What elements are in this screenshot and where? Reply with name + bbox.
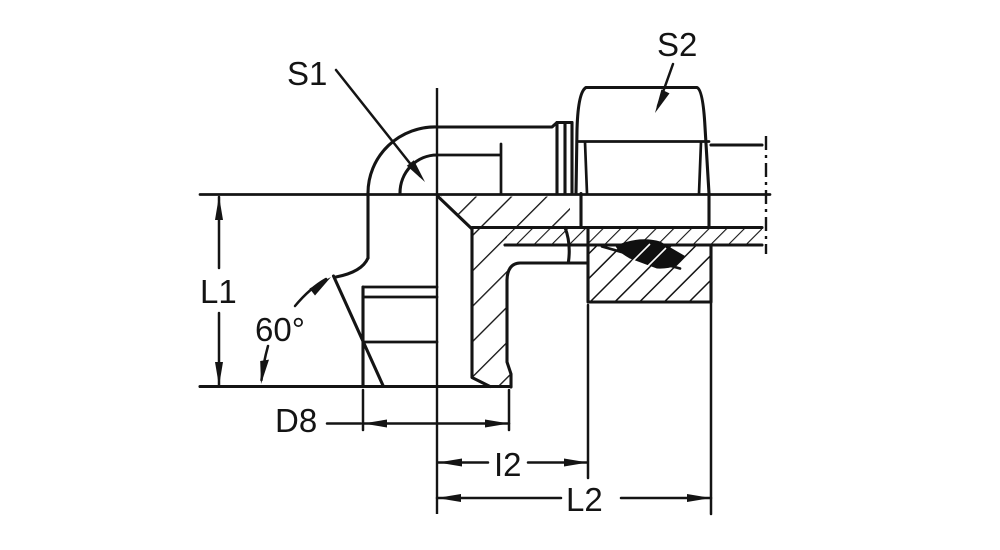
body-end-washer-lines (555, 120, 574, 196)
l2-dimension: L2 (435, 300, 713, 518)
l2-arrow-right (687, 494, 711, 502)
cutting-ring (615, 239, 685, 269)
d8-arrow-right (485, 419, 509, 428)
section-bore-wall (470, 227, 492, 389)
stud-outline (198, 274, 513, 389)
body-section-hatch (441, 196, 570, 229)
section-hatching (441, 196, 762, 386)
body-bore-lines (435, 142, 503, 195)
i2-arrow-right (564, 458, 588, 467)
s2-callout: S2 (655, 26, 697, 113)
d8-dimension-label: D8 (275, 402, 317, 439)
i2-dimension: I2 (436, 303, 590, 483)
cutting-ring-body (615, 239, 685, 269)
nut-lower-edges (579, 191, 711, 230)
s2-arrow (655, 89, 670, 113)
elbow-body-outline (334, 120, 574, 279)
l1-dimension-label: L1 (200, 273, 237, 310)
nut-section-outline (586, 227, 713, 304)
i2-dimension-label: I2 (494, 446, 522, 483)
stud-cone-edge (331, 274, 385, 388)
body-nose-step-curve (563, 225, 571, 264)
d8-extension-lines (361, 388, 511, 432)
elbow-outer-arc (366, 125, 439, 195)
body-corner-beak-curve (334, 256, 370, 279)
nut-hex-corner-lines (583, 140, 703, 195)
l1-arrow-up (215, 196, 223, 220)
nut-outline (574, 85, 711, 196)
section-outer-wall (505, 278, 513, 389)
section-bore-shoulder (505, 261, 590, 282)
section-chamfer-edge (436, 194, 474, 231)
d8-arrow-left (363, 419, 387, 428)
s2-label: S2 (657, 26, 697, 63)
angle-dimension: 60° (255, 277, 331, 384)
angle-arrow-lower (260, 359, 269, 384)
stud-section-outline (436, 194, 590, 389)
d8-dimension: D8 (275, 388, 511, 439)
s1-leader (334, 68, 422, 178)
s1-label: S1 (287, 55, 327, 92)
body-top-edge (435, 120, 574, 129)
angle-60-label: 60° (255, 311, 305, 348)
cutting-ring-highlight (631, 243, 667, 267)
l1-arrow-down (215, 362, 223, 386)
angle-arrow-upper (309, 277, 331, 296)
stud-wall-section-hatch (472, 229, 511, 386)
swivel-nut (574, 85, 713, 304)
stud-thread-lines (361, 285, 439, 344)
i2-arrow-left (438, 458, 462, 467)
l2-dimension-label: L2 (566, 481, 603, 518)
s1-arrow (406, 160, 425, 182)
l2-arrow-left (437, 494, 461, 502)
s1-callout: S1 (287, 55, 425, 182)
angle-leader-upper (293, 277, 328, 308)
l1-dimension: L1 (200, 195, 237, 387)
centerlines (198, 88, 772, 514)
